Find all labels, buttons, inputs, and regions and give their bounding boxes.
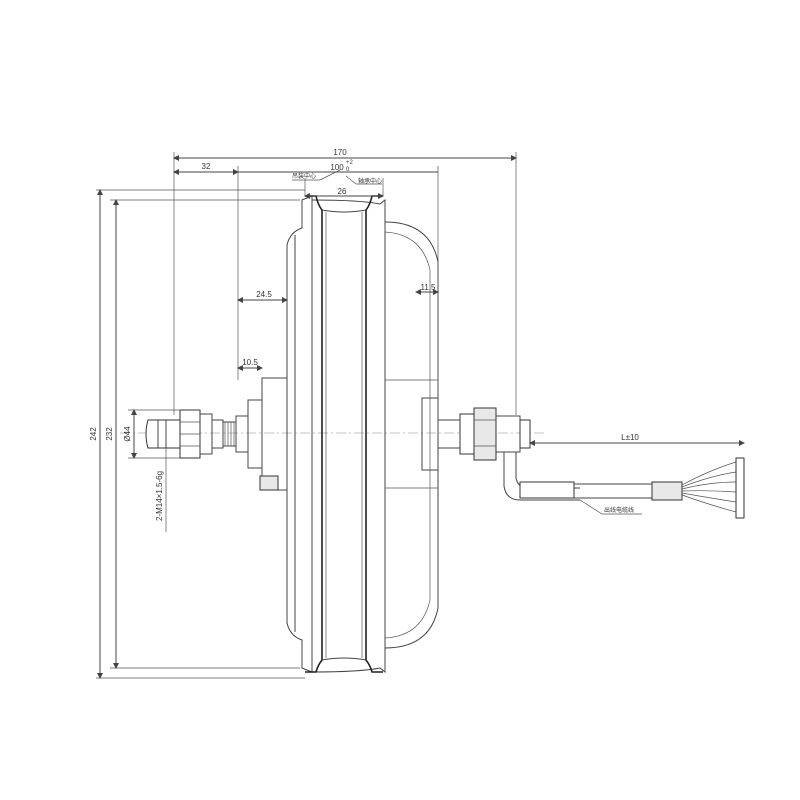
cable — [574, 483, 652, 499]
dim-thread-spec: 2-M14×1.5-6g — [155, 471, 164, 521]
wire-connector — [735, 457, 745, 519]
note-rim-center: 吊装中心 — [292, 172, 316, 180]
rim-right-flange — [365, 195, 383, 673]
note-hub-center: 轴承中心 — [358, 177, 382, 185]
note-cable: 出线电缆线 — [604, 506, 634, 514]
right-shaft-assembly — [421, 397, 745, 519]
dim-left-step: 24.5 — [256, 290, 272, 299]
dim-rim-width-tol-lower: 0 — [346, 167, 350, 173]
right-nut — [473, 407, 497, 461]
cable-exit-bend — [503, 452, 580, 501]
dim-shaft-diameter: Ø44 — [123, 426, 132, 442]
left-shaft-assembly — [145, 377, 288, 491]
dim-rim-width-tol-upper: +2 — [346, 160, 354, 166]
locating-pin — [259, 475, 279, 491]
dim-flange-offset: 32 — [202, 162, 211, 171]
extension-lines — [96, 152, 517, 679]
motor-body — [286, 195, 439, 674]
dim-overall-width: 170 — [333, 148, 347, 157]
dim-inner-diameter: 232 — [105, 427, 114, 441]
cable-wires — [681, 461, 737, 513]
dim-outer-diameter: 242 — [89, 427, 98, 441]
dim-right-step: 11.5 — [421, 283, 437, 292]
dim-rim-width: 100 — [330, 163, 344, 172]
dim-shaft-step: 10.5 — [242, 358, 258, 367]
rim-left-flange — [305, 195, 323, 673]
dim-rim-inner: 26 — [338, 187, 347, 196]
dim-cable-length: L±10 — [621, 433, 639, 442]
